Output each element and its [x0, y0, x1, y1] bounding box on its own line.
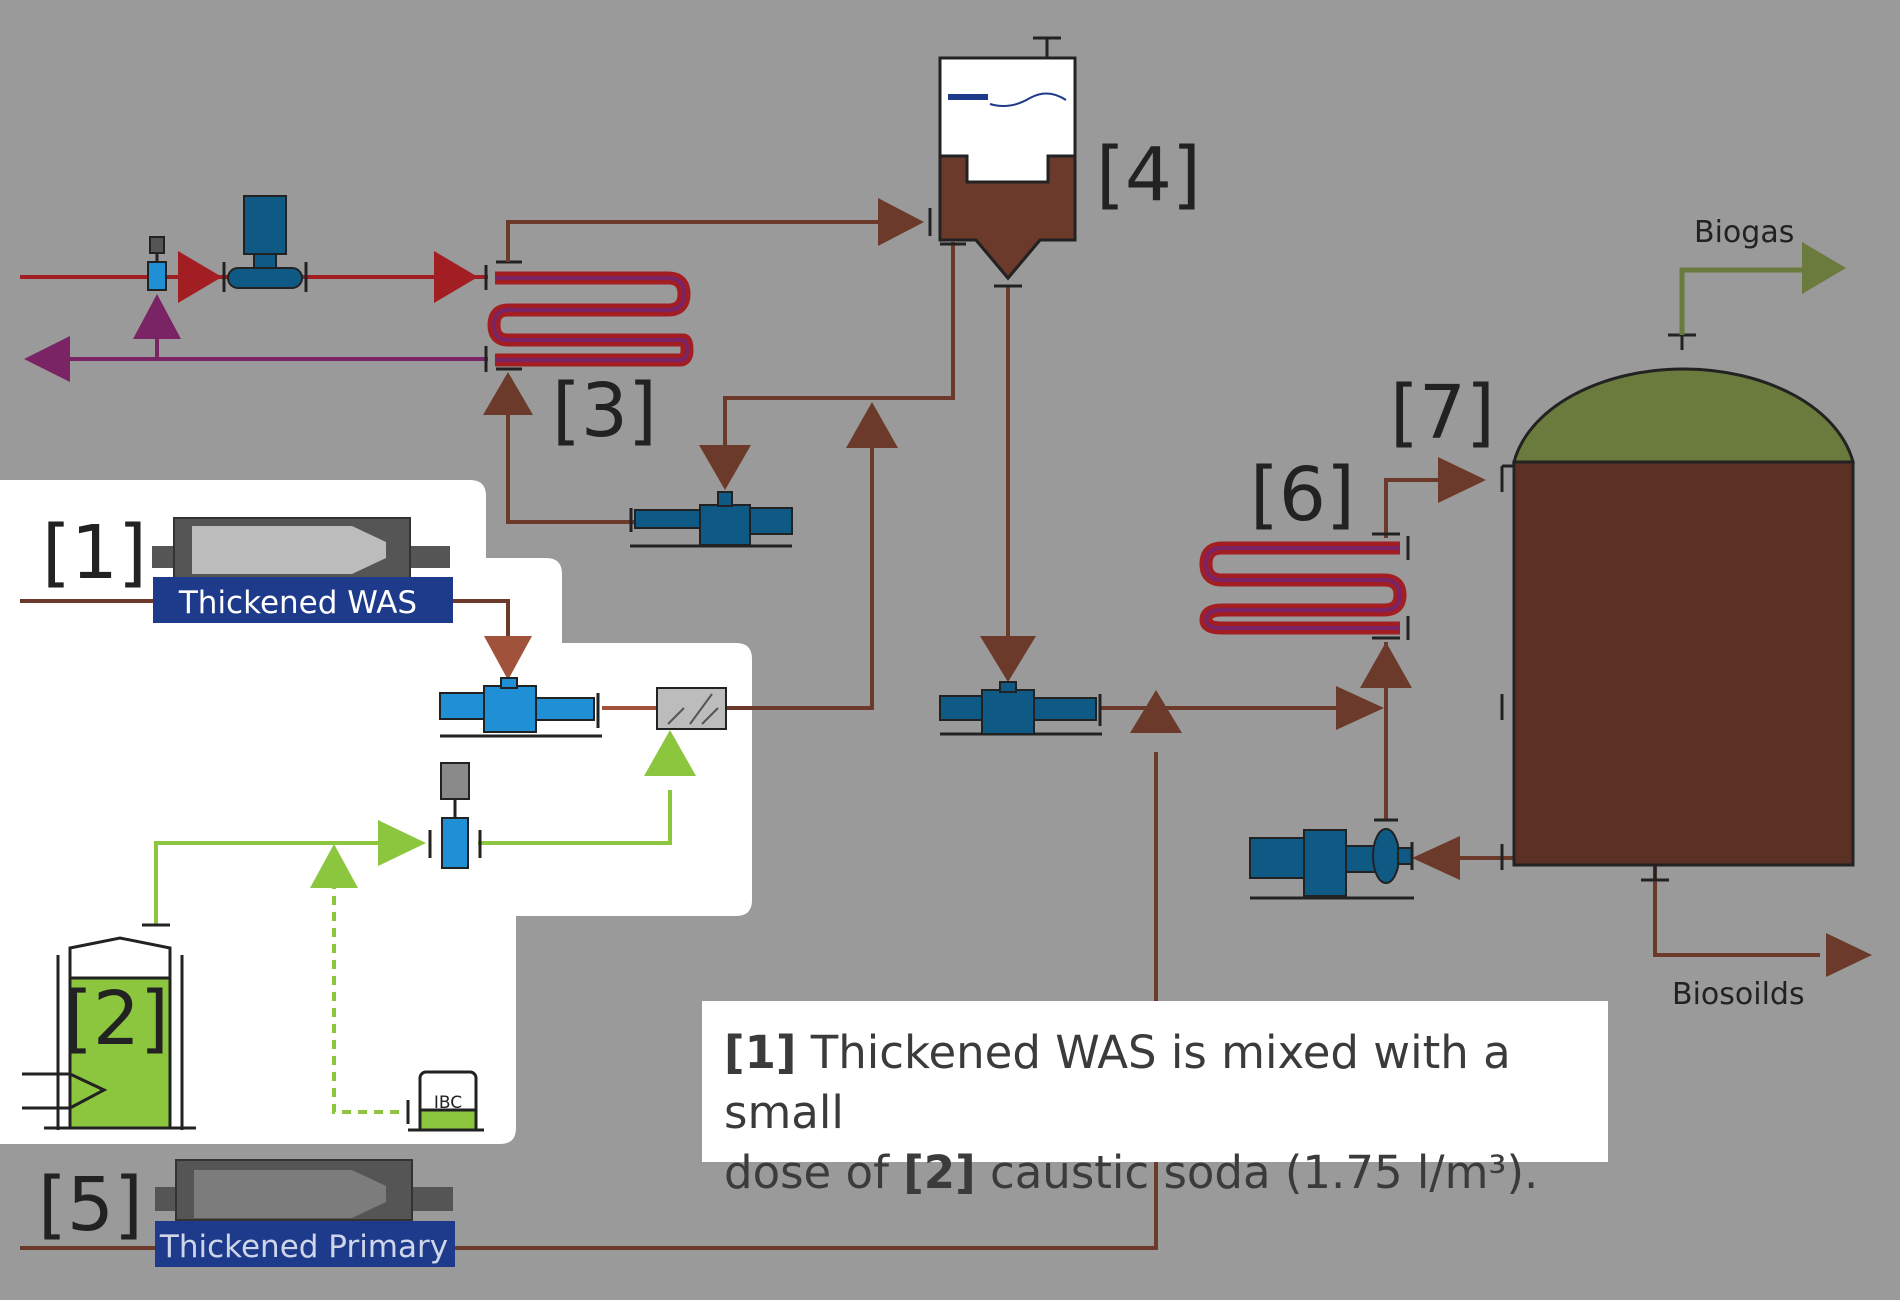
heat-exchanger-6 [1199, 532, 1410, 640]
heating-recirc-pump[interactable] [1249, 818, 1414, 900]
caption-text-1: Thickened WAS is mixed with a small [724, 1026, 1511, 1139]
primary-thickener: Thickened Primary [155, 1159, 455, 1267]
static-mixer [656, 687, 727, 730]
tank-4 [928, 36, 1077, 288]
label-1: [1] [42, 510, 147, 596]
sludge-arrows [483, 198, 1872, 977]
hot-water-pump[interactable] [222, 195, 308, 292]
caption-text-2: dose of [724, 1146, 904, 1199]
heat-exchanger-3 [484, 260, 694, 372]
label-7: [7] [1390, 370, 1495, 456]
was-arrow [484, 636, 532, 680]
caustic-tank-2 [22, 923, 196, 1130]
label-5: [5] [38, 1162, 143, 1248]
biogas-label: Biogas [1694, 215, 1794, 250]
thickened-was-label: Thickened WAS [178, 585, 417, 621]
label-2: [2] [64, 976, 169, 1062]
ibc-container: IBC [406, 1070, 484, 1132]
was-thickener: Thickened WAS [152, 517, 453, 623]
digester-feed-pump[interactable] [939, 681, 1102, 736]
label-6: [6] [1250, 452, 1355, 538]
caption-box: [1] Thickened WAS is mixed with a small … [702, 1001, 1608, 1199]
was-section-panel [0, 480, 752, 1144]
caustic-dosing [154, 730, 696, 1114]
thickened-primary-label: Thickened Primary [159, 1229, 448, 1265]
biogas-outlet [1679, 242, 1846, 335]
dosing-valve[interactable] [428, 762, 482, 869]
mixing-valve[interactable] [147, 236, 167, 291]
caption-text-3: caustic soda (1.75 l/m³). [975, 1146, 1539, 1199]
was-mixer-pump[interactable] [439, 677, 656, 738]
biosolids-label: Biosoilds [1672, 977, 1805, 1012]
digester-7 [1500, 333, 1855, 882]
ibc-label: IBC [434, 1093, 462, 1113]
label-3: [3] [552, 368, 657, 454]
caption-ref-1: [1] [724, 1026, 797, 1079]
caption-ref-2: [2] [903, 1146, 976, 1199]
recirc-pump[interactable] [629, 491, 793, 548]
label-4: [4] [1096, 132, 1201, 218]
